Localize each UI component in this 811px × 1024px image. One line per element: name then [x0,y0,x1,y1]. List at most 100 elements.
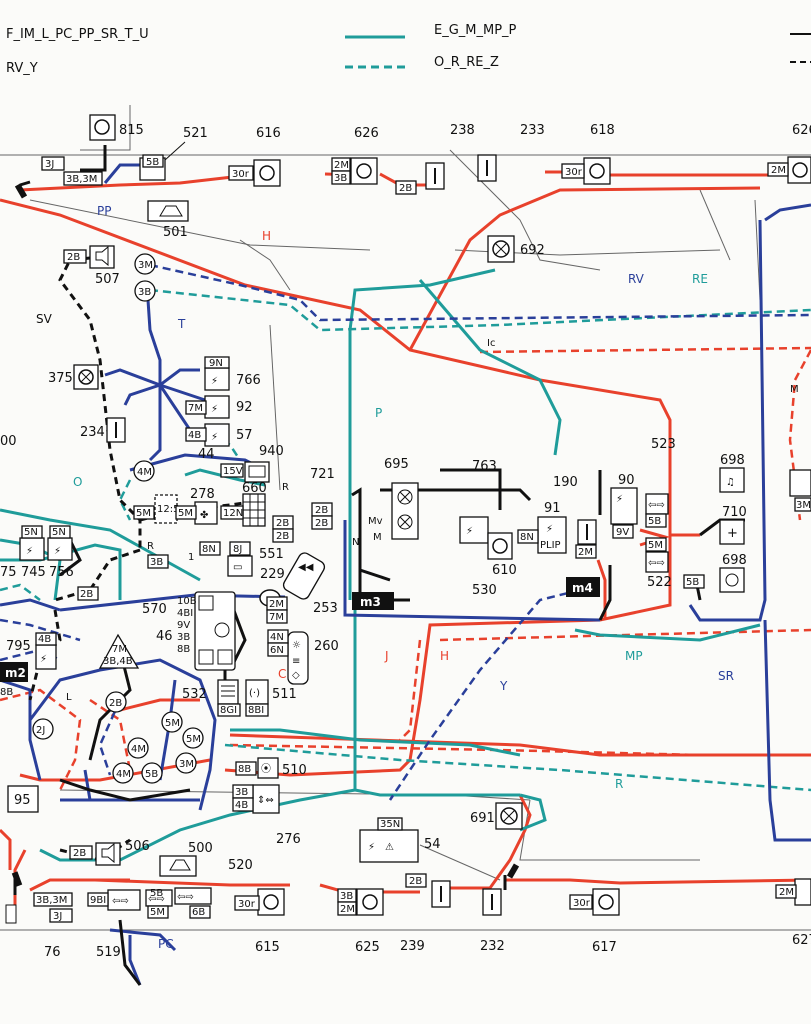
legend: F_IM_L_PC_PP_SR_T_U RV_Y E_G_M_MP_P O_R_… [6,23,811,76]
svg-text:☼: ☼ [292,640,301,651]
svg-text:691: 691 [470,811,495,826]
component-260: ☼ ≡ ◇ 260 [287,631,339,685]
svg-text:m3: m3 [360,595,381,609]
svg-text:R: R [615,777,623,791]
svg-text:4M: 4M [137,467,152,478]
svg-text:30r: 30r [573,898,591,909]
svg-text:◀◀: ◀◀ [298,562,314,573]
svg-text:3J: 3J [45,159,54,170]
svg-text:5B: 5B [146,157,159,168]
svg-text:233: 233 [520,123,545,138]
teal-dashed-wires [0,288,811,792]
svg-text:625: 625 [355,940,380,955]
svg-text:2M: 2M [779,887,794,898]
edge-labels: 00 75 8B [0,434,17,698]
component-766: ⚡ 766 [204,367,261,391]
svg-text:J: J [384,649,389,663]
svg-text:H: H [440,649,449,663]
component-92: ⚡ 92 [204,395,253,419]
svg-text:91: 91 [544,501,561,516]
svg-text:⇕⇔: ⇕⇔ [257,795,274,806]
svg-text:PC: PC [158,937,174,951]
component-507: 507 [89,245,120,287]
component-756: ⚡ 756 [47,537,74,580]
svg-text:626: 626 [792,123,811,138]
svg-text:M: M [790,384,799,395]
svg-text:⇦⇨: ⇦⇨ [177,892,194,903]
svg-text:570: 570 [142,602,167,617]
svg-text:8N: 8N [520,532,534,543]
component-54: ⚡ ⚠ 54 [359,829,441,863]
component-815: 815 [89,114,144,141]
svg-text:76: 76 [44,945,61,960]
svg-text:7M: 7M [188,403,203,414]
svg-text:6N: 6N [270,645,284,656]
component-523: ⇦⇨ 523 [645,437,676,515]
svg-text:5M: 5M [178,508,193,519]
svg-text:⚡: ⚡ [211,376,218,387]
svg-text:3M: 3M [138,260,153,271]
svg-text:RV: RV [628,272,645,286]
svg-text:615: 615 [255,940,280,955]
svg-text:190: 190 [553,475,578,490]
svg-text:5M: 5M [150,907,165,918]
svg-text:3M: 3M [796,500,811,511]
svg-text:4N: 4N [270,632,284,643]
component-610: 610 [487,532,517,578]
svg-text:660: 660 [242,481,267,496]
svg-text:P: P [375,406,382,420]
svg-text:815: 815 [119,123,144,138]
legend-teal-solid: E_G_M_MP_P [434,23,517,38]
svg-text:2B: 2B [315,518,328,529]
svg-text:519: 519 [96,945,121,960]
component-511: (·) 511 [245,679,297,705]
svg-text:610: 610 [492,563,517,578]
svg-text:721: 721 [310,467,335,482]
component-234: 234 [80,417,126,443]
svg-text:C: C [278,667,286,681]
svg-text:SV: SV [36,312,53,326]
svg-text:710: 710 [722,505,747,520]
component-721: 721 [310,467,335,482]
svg-text:Y: Y [499,679,508,693]
svg-text:507: 507 [95,272,120,287]
component-232: 232 [480,888,505,954]
svg-text:3J: 3J [53,911,62,922]
svg-text:2B: 2B [409,876,422,887]
svg-text:9N: 9N [209,358,223,369]
svg-text:616: 616 [256,126,281,141]
component-57: ⚡ 57 [204,423,253,447]
bundle-labels: PP H SV T RV RE O P J H C Y MP SR R PC I… [36,204,799,951]
svg-text:5M: 5M [165,718,180,729]
svg-text:75: 75 [0,565,17,580]
component-521: ⇦⇨ 521 [139,126,208,181]
svg-text:4B: 4B [235,800,248,811]
svg-text:8J: 8J [233,544,242,555]
svg-text:5B: 5B [145,769,158,780]
svg-text:T: T [177,317,186,331]
svg-text:N: N [352,537,359,548]
svg-text:35N: 35N [380,819,400,830]
svg-text:756: 756 [49,565,74,580]
svg-text:90: 90 [618,473,635,488]
svg-text:⚡: ⚡ [616,494,623,505]
svg-text:278: 278 [190,487,215,502]
svg-text:⚠: ⚠ [385,842,394,853]
svg-text:2B: 2B [276,518,289,529]
svg-text:8N: 8N [202,544,216,555]
svg-text:9V: 9V [177,620,190,631]
svg-text:2M: 2M [269,599,284,610]
component-763: ⚡ 763 [459,459,497,544]
svg-text:506: 506 [125,839,150,854]
component-76: ⇦⇨ 76 [44,889,141,960]
svg-text:✤: ✤ [200,510,208,521]
svg-text:8B: 8B [0,687,13,698]
svg-text:9V: 9V [616,527,629,538]
svg-text:4BI: 4BI [177,608,193,619]
svg-text:4B: 4B [188,430,201,441]
svg-text:00: 00 [0,434,17,449]
svg-text:511: 511 [272,687,297,702]
svg-text:⇦⇨: ⇦⇨ [648,500,665,511]
svg-text:5N: 5N [24,527,38,538]
svg-text:3B: 3B [235,787,248,798]
